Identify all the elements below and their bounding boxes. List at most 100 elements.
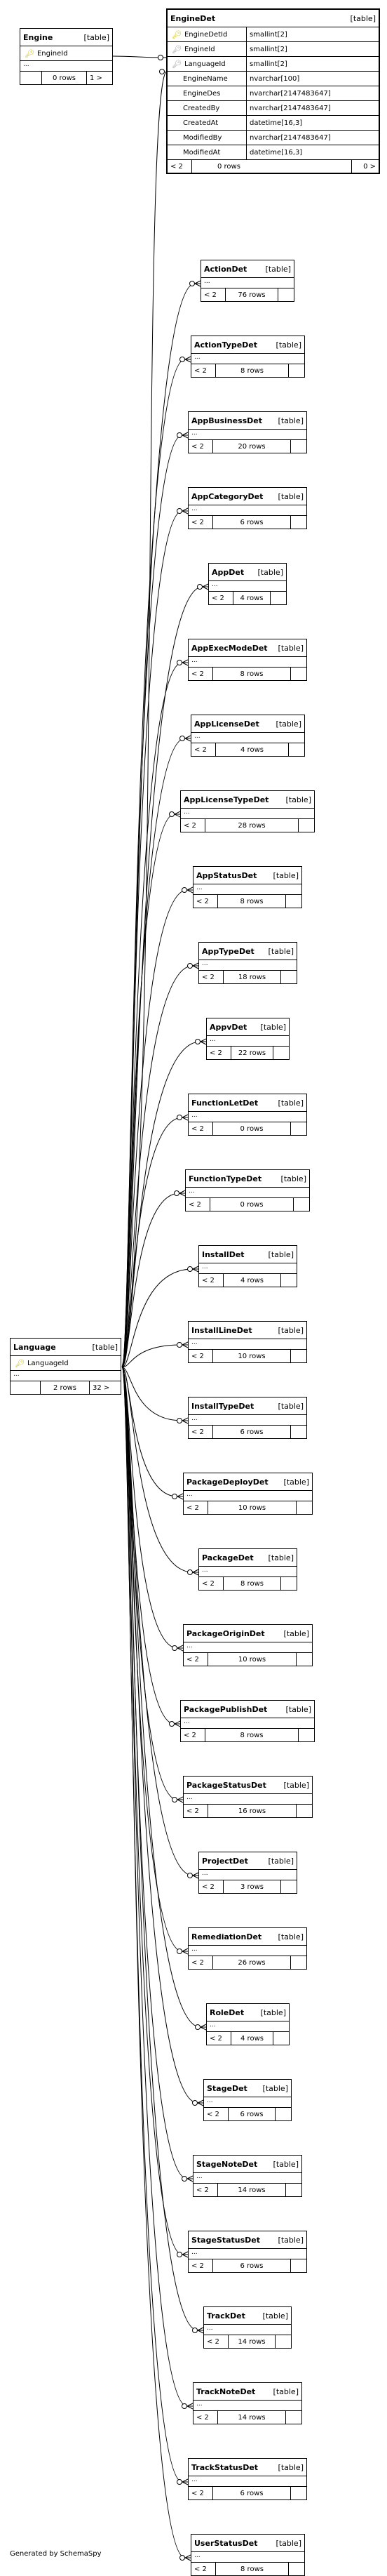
children-count <box>291 1956 306 1969</box>
optional-marker-2 <box>177 432 182 438</box>
foreign-key-icon: 🔑︎ <box>172 44 182 54</box>
table-header: AppDet[table] <box>209 564 286 581</box>
parents-count: < 2 <box>207 2032 231 2045</box>
crowfoot-18 <box>177 1645 184 1652</box>
language-table[interactable]: Language [table] 🔑︎ LanguageId ... 2 row… <box>10 1338 121 1395</box>
table-header: ActionTypeDet[table] <box>191 336 304 354</box>
optional-marker-15 <box>177 1418 182 1423</box>
table-tag: [table] <box>278 491 304 501</box>
crowfoot-26 <box>182 2251 189 2258</box>
children-count <box>281 1274 297 1287</box>
children-count <box>281 971 297 983</box>
optional-marker-14 <box>177 1342 182 1348</box>
parents-count: < 2 <box>191 2563 216 2575</box>
optional-marker-10 <box>195 1039 201 1044</box>
optional-marker-29 <box>177 2479 182 2485</box>
column-name: EngineName <box>183 74 228 83</box>
table-header: StageStatusDet[table] <box>189 2231 306 2249</box>
row-count: 4 rows <box>231 2032 273 2045</box>
optional-marker-5 <box>177 660 182 665</box>
children-count: 0 > <box>363 162 376 171</box>
row-count: 6 rows <box>213 2487 291 2499</box>
more-columns: ... <box>184 1642 312 1653</box>
children-count: 1 > <box>90 74 102 82</box>
table-tag: [table] <box>273 870 299 880</box>
parents-count: < 2 <box>184 1653 208 1666</box>
table-tag: [table] <box>268 1249 294 1259</box>
parents-count: < 2 <box>189 1122 213 1135</box>
table-header: AppCategoryDet[table] <box>189 488 306 505</box>
table-tag: [table] <box>278 416 304 425</box>
edge-language-17 <box>121 1367 198 1573</box>
parents-count: < 2 <box>191 364 216 377</box>
row-count: 8 rows <box>205 1729 299 1741</box>
edge-language-enginedet <box>121 71 167 1368</box>
optional-marker-23 <box>195 2024 201 2030</box>
table-name: PackagePublishDet <box>184 1704 268 1714</box>
table-tag: [table] <box>273 2386 299 2396</box>
table-tag: [table] <box>278 643 304 653</box>
primary-key-icon: 🔑︎ <box>15 1358 25 1368</box>
crowfoot-24 <box>197 2099 204 2106</box>
children-count <box>273 2032 289 2045</box>
table-tag: [table] <box>283 1780 309 1790</box>
table-name: StageDet <box>207 2083 247 2093</box>
parents-count: < 2 <box>191 743 216 756</box>
table-tag: [table] <box>268 946 294 956</box>
table-tag: [table] <box>283 1477 309 1487</box>
table-tag: [table] <box>278 1401 304 1411</box>
optional-marker-19 <box>169 1721 175 1727</box>
parents-count: < 2 <box>199 1880 224 1893</box>
parents-count: < 2 <box>189 1956 213 1969</box>
children-count <box>299 1729 314 1741</box>
optional-marker-30 <box>179 2555 185 2561</box>
table-header: AppvDet[table] <box>207 1018 289 1036</box>
table-name: RemediationDet <box>191 1932 262 1941</box>
column-type: smallint[2] <box>246 42 379 56</box>
crowfoot-17 <box>192 1569 199 1576</box>
language-column-languageid: 🔑︎ LanguageId <box>11 1356 121 1371</box>
engine-table[interactable]: Engine [table] 🔑︎ EngineId ... 0 rows 1 … <box>20 28 113 85</box>
crowfoot-4 <box>202 583 209 590</box>
children-count <box>291 2487 306 2499</box>
more-columns: ... <box>207 1036 289 1047</box>
parents-count: < 2 <box>199 1274 224 1287</box>
